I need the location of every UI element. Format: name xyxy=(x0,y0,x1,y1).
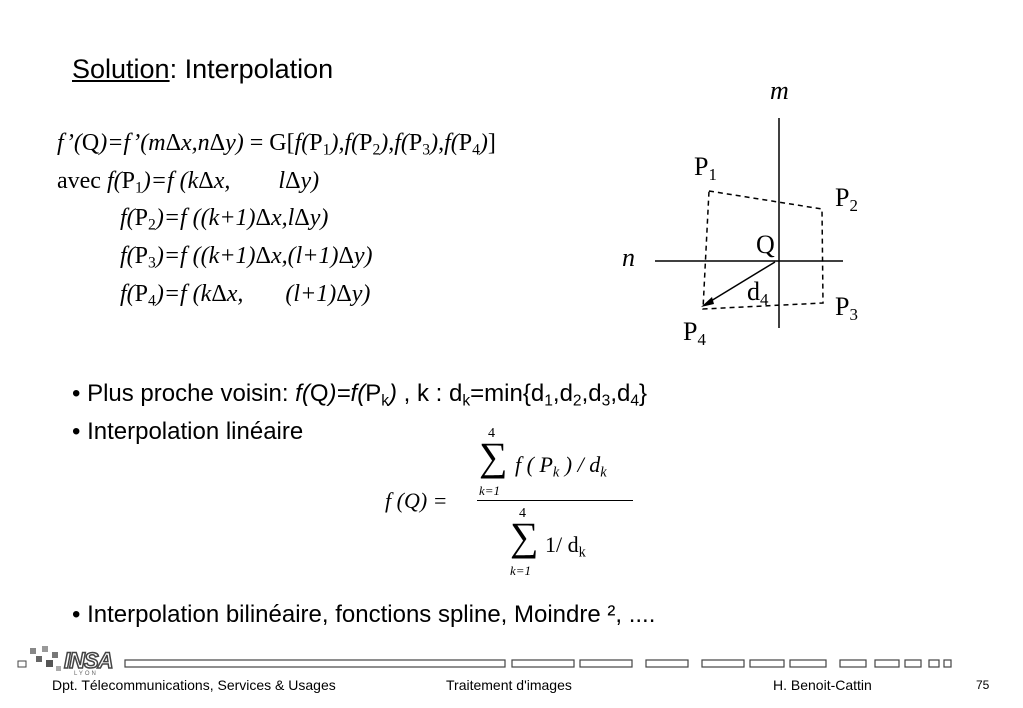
point-p1-label: P1 xyxy=(694,152,717,185)
arrow-head xyxy=(701,297,714,307)
avec-label: avec xyxy=(57,168,101,194)
footer-bar xyxy=(17,659,952,668)
fraction-denominator: 1/ dk xyxy=(545,532,586,561)
sum-top-den: 4 xyxy=(519,506,526,521)
sum-bottom-num: k=1 xyxy=(479,483,501,498)
point-q-label: Q xyxy=(756,230,775,259)
title-rest: : Interpolation xyxy=(169,54,334,84)
footer-department: Dpt. Télecommunications, Services & Usag… xyxy=(52,677,336,693)
neighbour-quad xyxy=(702,190,824,310)
bullet-bilinear: • Interpolation bilinéaire, fonctions sp… xyxy=(72,601,656,628)
sum-sign-den: ∑ xyxy=(510,514,539,559)
formula-line-2: f(P2)=f ((k+1)Δx,lΔy) xyxy=(120,205,329,234)
formula-line-4: f(P4)=f (kΔx, (l+1)Δy) xyxy=(120,281,371,310)
formula-line-1: avec f(P1)=f (kΔx, lΔy) xyxy=(57,168,320,197)
bullet-nearest-neighbour: • Plus proche voisin: f(Q)=f(Pk) , k : d… xyxy=(72,380,648,410)
fraction-lhs: f (Q) = xyxy=(385,488,448,513)
footer-author: H. Benoit-Cattin xyxy=(773,677,872,693)
formula-main: f’(Q)=f’(mΔx,nΔy) = G[f(P1),f(P2),f(P3),… xyxy=(57,130,496,159)
point-p4-label: P4 xyxy=(683,317,706,350)
bullet-linear: • Interpolation linéaire xyxy=(72,418,304,445)
axis-m-label: m xyxy=(770,76,789,105)
fraction-numerator: f ( Pk ) / dk xyxy=(515,452,607,481)
distance-d4-label: d4 xyxy=(747,277,769,310)
title-underlined: Solution xyxy=(72,54,170,84)
formula-line-3: f(P3)=f ((k+1)Δx,(l+1)Δy) xyxy=(120,243,373,272)
logo-text: INSA xyxy=(63,647,114,674)
insa-logo: INSA LYON xyxy=(24,638,124,682)
fraction-bar xyxy=(477,500,633,501)
sum-sign-num: ∑ xyxy=(479,434,508,479)
sum-bottom-den: k=1 xyxy=(510,563,532,578)
footer-course: Traitement d'images xyxy=(446,677,572,693)
axis-n-label: n xyxy=(622,243,635,272)
logo-dots-icon xyxy=(30,646,61,671)
point-p2-label: P2 xyxy=(835,183,858,216)
slide-title: Solution: Interpolation xyxy=(72,54,333,85)
distance-arrow xyxy=(705,261,776,305)
logo-subtext: LYON xyxy=(74,671,98,677)
point-p3-label: P3 xyxy=(835,292,858,325)
footer-page-number: 75 xyxy=(976,678,990,692)
sum-top-num: 4 xyxy=(488,426,495,441)
